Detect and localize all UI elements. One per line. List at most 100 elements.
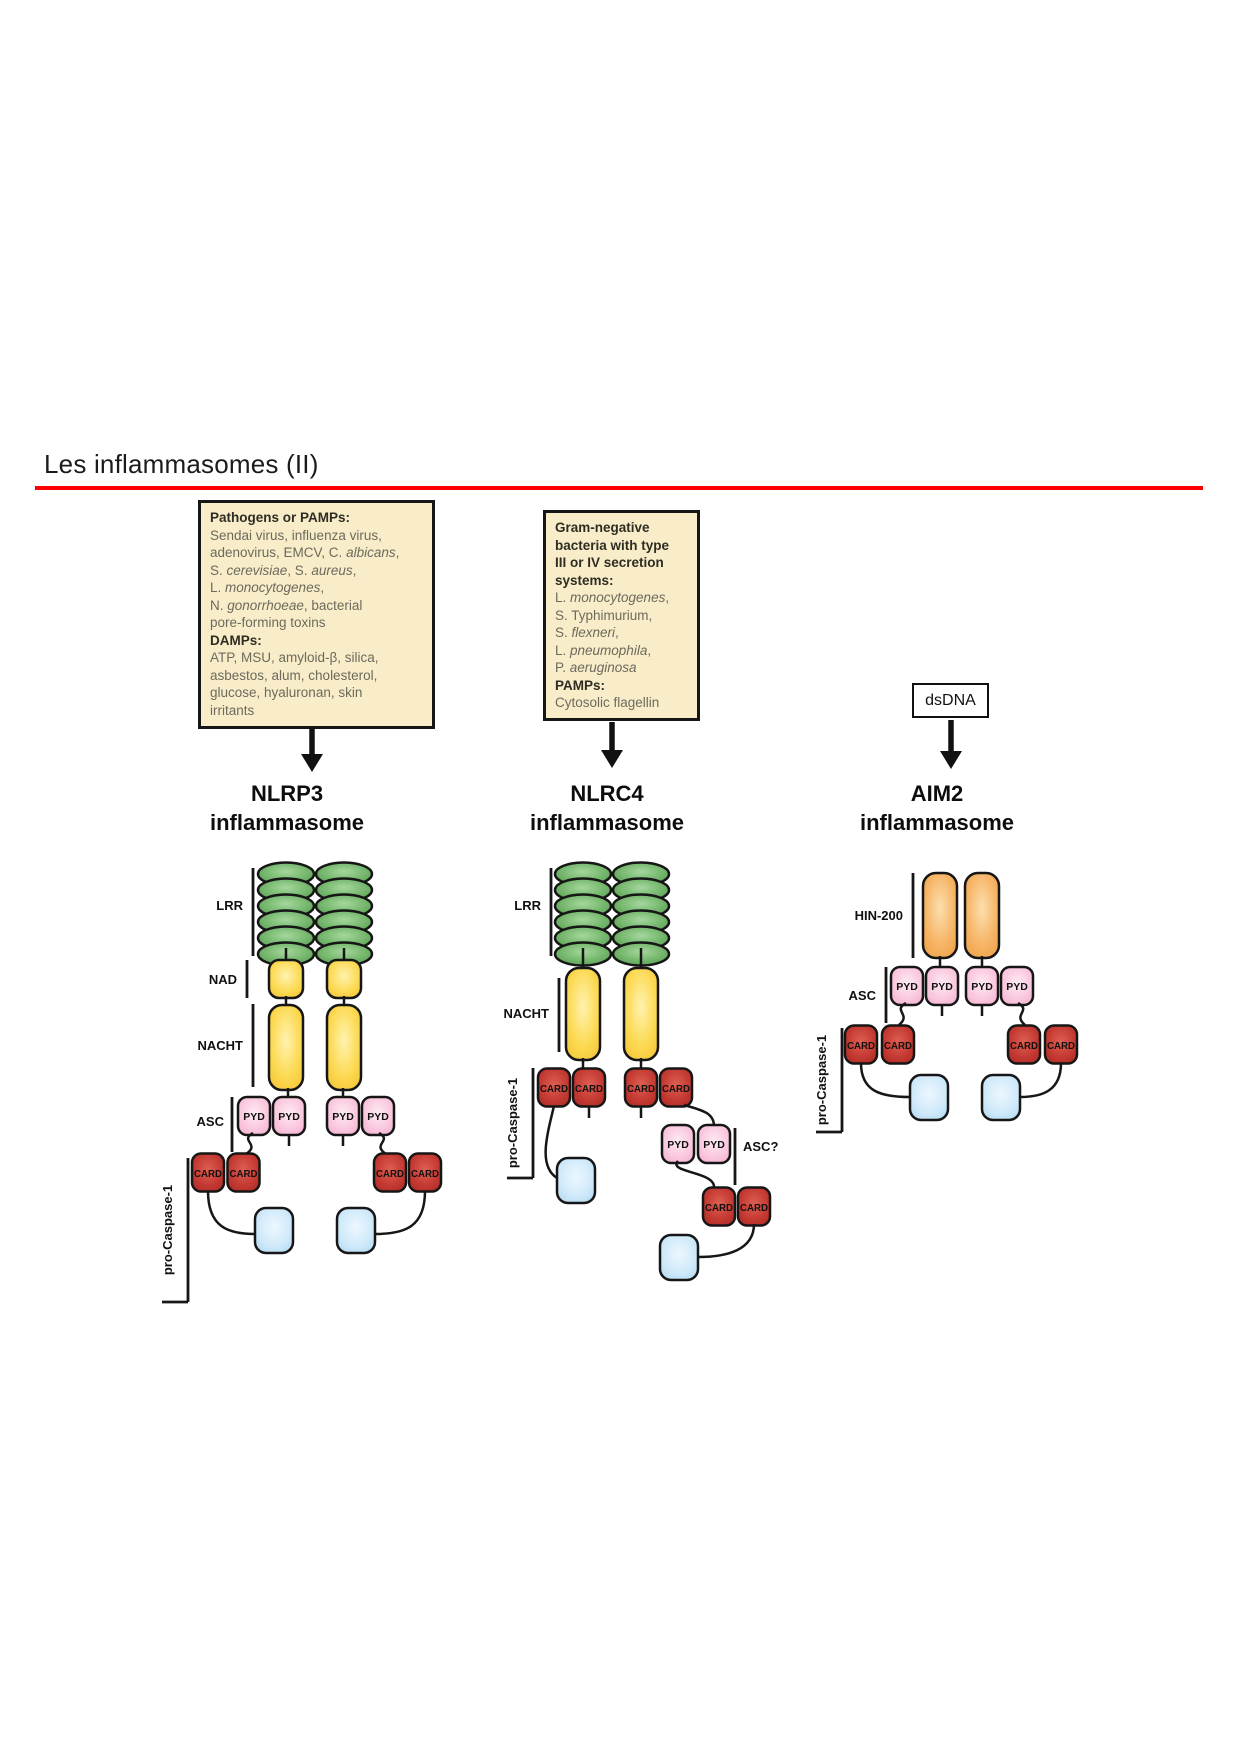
- card-text: CARD: [1047, 1040, 1075, 1052]
- card-text: CARD: [662, 1083, 690, 1095]
- nacht-domain: [267, 1003, 305, 1092]
- arrow-head: [601, 750, 623, 768]
- box-text-line: S. Typhimurium,: [555, 607, 653, 623]
- card-text: CARD: [194, 1168, 222, 1180]
- box-text-line: Sendai virus, influenza virus,: [210, 527, 382, 543]
- box-text-line: S. cerevisiae, S. aureus,: [210, 562, 357, 578]
- nlrc4-heading: NLRC4 inflammasome: [482, 779, 732, 837]
- dsdna-label: dsDNA: [925, 691, 976, 709]
- nlrp3-molecule: LRR NAD NACHT ASC PYD PYD PYD PYD: [160, 861, 443, 1304]
- card-text: CARD: [740, 1202, 768, 1214]
- connector-curve: [675, 1160, 716, 1189]
- box-text-line: S. flexneri,: [555, 625, 619, 641]
- pro-caspase1-label: pro-Caspase-1: [505, 1078, 520, 1168]
- hin200-label: HIN-200: [855, 908, 903, 923]
- box-text-line: L. monocytogenes,: [210, 580, 325, 596]
- title-divider-line: [35, 486, 1203, 490]
- nlrc4-heading-name: NLRC4: [570, 781, 644, 806]
- connector-curve: [206, 1190, 256, 1236]
- hin200-domain: [921, 871, 959, 960]
- nlrc4-heading-word: inflammasome: [529, 810, 685, 836]
- pyd-text: PYD: [278, 1111, 300, 1123]
- box-text-line: DAMPs:: [210, 632, 262, 648]
- pyd-text: PYD: [931, 981, 953, 993]
- box-text-line: systems:: [555, 572, 614, 588]
- box-text-line: bacteria with type: [555, 537, 670, 553]
- connector-curve: [1019, 1062, 1063, 1099]
- box-text-line: adenovirus, EMCV, C. albicans,: [210, 545, 400, 561]
- nacht-label: NACHT: [504, 1006, 550, 1021]
- connector-curve: [1017, 1001, 1026, 1026]
- pyd-text: PYD: [667, 1139, 689, 1151]
- connector-curve: [378, 1131, 387, 1156]
- nlrp3-stimuli-box: Pathogens or PAMPs:Sendai virus, influen…: [198, 500, 435, 729]
- pyd-text: PYD: [703, 1139, 725, 1151]
- card-text: CARD: [411, 1168, 439, 1180]
- pyd-text: PYD: [367, 1111, 389, 1123]
- connector-curve: [374, 1190, 427, 1236]
- card-text: CARD: [376, 1168, 404, 1180]
- box-text-line: ATP, MSU, amyloid-β, silica,: [210, 650, 379, 666]
- card-text: CARD: [627, 1083, 655, 1095]
- connector-curve: [859, 1062, 911, 1099]
- box-text-line: L. pneumophila,: [555, 642, 652, 658]
- arrow-head: [301, 754, 323, 772]
- inflammasome-diagram: LRR NAD NACHT ASC PYD PYD PYD PYD: [160, 720, 1079, 1304]
- caspase-domain: [658, 1233, 700, 1282]
- arrow-nlrp3: [301, 728, 323, 772]
- connector-curve: [697, 1223, 756, 1259]
- card-text: CARD: [1010, 1040, 1038, 1052]
- aim2-heading: AIM2 inflammasome: [812, 779, 1062, 837]
- connector-curve: [544, 1105, 558, 1180]
- caspase-domain: [908, 1073, 950, 1122]
- box-text-line: asbestos, alum, cholesterol,: [210, 667, 378, 683]
- arrow-aim2: [940, 720, 962, 769]
- card-text: CARD: [575, 1083, 603, 1095]
- nlrc4-molecule: LRR NACHT CARD CARD CARD CARD pro-Caspas…: [504, 861, 778, 1282]
- card-text: CARD: [230, 1168, 258, 1180]
- caspase-domain: [555, 1156, 597, 1205]
- asc-label: ASC: [849, 988, 877, 1003]
- box-text-line: irritants: [210, 703, 255, 719]
- hin200-domain: [963, 871, 1001, 960]
- aim2-heading-word: inflammasome: [859, 810, 1015, 836]
- connector-curve: [683, 1103, 716, 1127]
- nlrp3-heading-name: NLRP3: [250, 781, 324, 806]
- nad-label: NAD: [209, 972, 237, 987]
- caspase-domain: [335, 1206, 377, 1255]
- nacht-domain: [622, 966, 660, 1062]
- pro-caspase1-label: pro-Caspase-1: [160, 1185, 175, 1275]
- nad-domain: [325, 958, 363, 1000]
- pyd-text: PYD: [896, 981, 918, 993]
- card-text: CARD: [705, 1202, 733, 1214]
- nad-domain: [267, 958, 305, 1000]
- arrow-head: [940, 751, 962, 769]
- box-text-line: Gram-negative: [555, 520, 650, 535]
- pyd-text: PYD: [971, 981, 993, 993]
- nacht-label: NACHT: [198, 1038, 244, 1053]
- pyd-text: PYD: [332, 1111, 354, 1123]
- card-text: CARD: [540, 1083, 568, 1095]
- connector-curve: [245, 1131, 254, 1156]
- pyd-text: PYD: [243, 1111, 265, 1123]
- box-text-line: Cytosolic flagellin: [555, 695, 660, 711]
- nacht-domain: [564, 966, 602, 1062]
- box-text-line: P. aeruginosa: [555, 660, 637, 676]
- asc-label: ASC: [197, 1114, 225, 1129]
- caspase-domain: [253, 1206, 295, 1255]
- card-text: CARD: [884, 1040, 912, 1052]
- page-title: Les inflammasomes (II): [44, 449, 319, 479]
- box-text-line: PAMPs:: [555, 677, 606, 693]
- pyd-text: PYD: [1006, 981, 1028, 993]
- aim2-molecule: HIN-200 ASC PYD PYD PYD PYD CARD CARD CA…: [814, 871, 1079, 1134]
- caspase-domain: [980, 1073, 1022, 1122]
- pro-caspase1-label: pro-Caspase-1: [814, 1035, 829, 1125]
- box-text-line: pore-forming toxins: [210, 615, 326, 631]
- nlrp3-heading: NLRP3 inflammasome: [162, 779, 412, 837]
- aim2-heading-name: AIM2: [910, 781, 964, 806]
- box-text-line: L. monocytogenes,: [555, 590, 670, 606]
- box-text-line: N. gonorrhoeae, bacterial: [210, 597, 363, 613]
- nacht-domain: [325, 1003, 363, 1092]
- box-text-line: glucose, hyaluronan, skin: [210, 685, 363, 701]
